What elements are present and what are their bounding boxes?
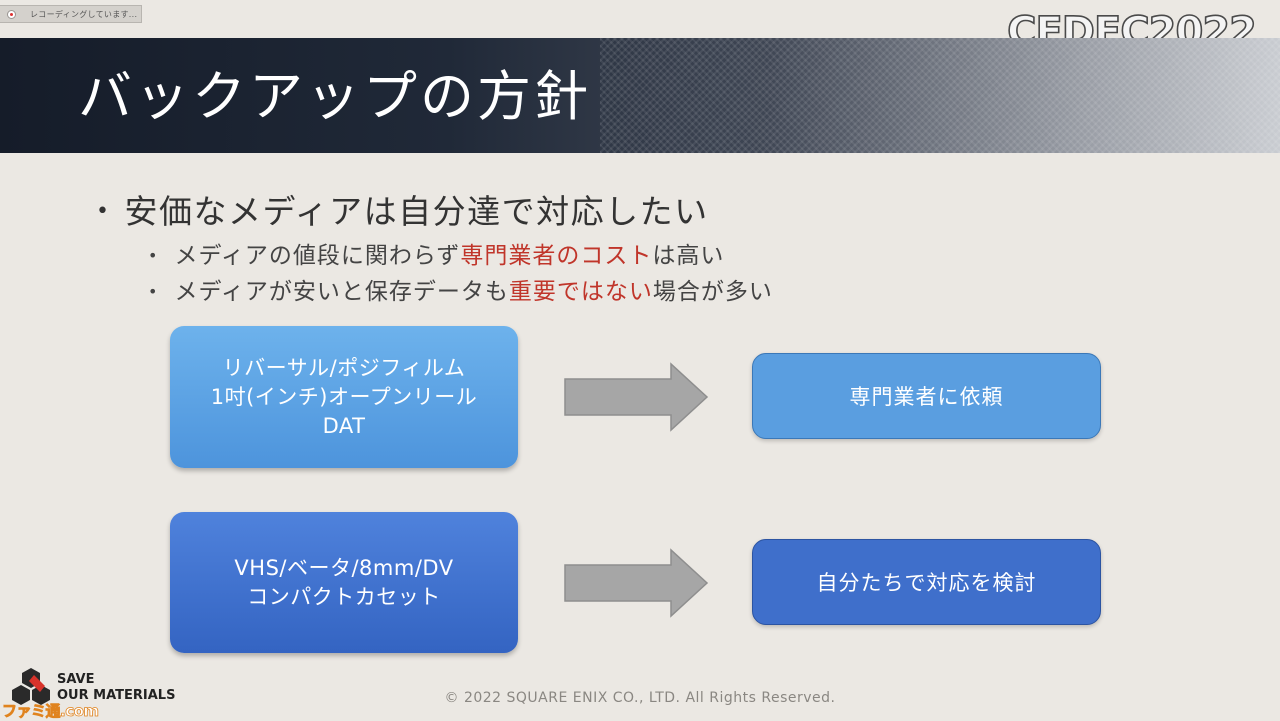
org-line-2: OUR MATERIALS <box>57 688 176 703</box>
flow-1-source-line: 1吋(インチ)オープンリール <box>210 384 478 409</box>
flow-1-source-line: DAT <box>322 413 366 438</box>
recording-indicator[interactable]: レコーディングしています... <box>0 5 142 23</box>
bullet-icon: • <box>96 199 111 224</box>
right-arrow-icon <box>564 362 709 432</box>
copyright-text: © 2022 SQUARE ENIX CO., LTD. All Rights … <box>444 690 836 706</box>
flow-1-source-line: リバーサル/ポジフィルム <box>222 355 466 380</box>
flow-1-source-box: リバーサル/ポジフィルム 1吋(インチ)オープンリール DAT <box>170 326 518 468</box>
recording-status-text: レコーディングしています... <box>30 9 138 19</box>
org-line-1: SAVE <box>57 672 95 687</box>
sub-bullet-1-part2: は高い <box>652 243 725 269</box>
sub-bullet-1-part1: メディアの値段に関わらず <box>174 243 461 269</box>
slide-title: バックアップの方針 <box>78 65 591 128</box>
flow-2-target-box: 自分たちで対応を検討 <box>752 539 1101 625</box>
sub-bullet-1-highlight: 専門業者のコスト <box>460 243 653 269</box>
title-bar: バックアップの方針 <box>0 38 1280 153</box>
famitsu-watermark: ファミ通.com <box>2 702 100 721</box>
sub-bullet-2: • メディアが安いと保存データも重要ではない場合が多い <box>148 277 773 307</box>
record-icon <box>7 9 16 19</box>
flow-2-source-line: VHS/ベータ/8mm/DV <box>234 555 454 580</box>
save-our-materials-label: SAVE OUR MATERIALS <box>57 672 175 704</box>
bullet-icon: • <box>148 282 159 301</box>
sub-bullet-2-highlight: 重要ではない <box>508 279 653 305</box>
flow-2-target-text: 自分たちで対応を検討 <box>816 571 1037 595</box>
main-bullet-text: 安価なメディアは自分達で対応したい <box>124 192 709 231</box>
flow-1-target-text: 専門業者に依頼 <box>849 385 1004 409</box>
flow-1-target-box: 専門業者に依頼 <box>752 353 1101 439</box>
bullet-icon: • <box>148 246 159 265</box>
sub-bullet-2-text: メディアが安いと保存データも重要ではない場合が多い <box>174 277 772 307</box>
save-our-materials-logo-icon <box>12 668 50 705</box>
sub-bullet-1: • メディアの値段に関わらず専門業者のコストは高い <box>148 241 724 271</box>
sub-bullet-2-part2: 場合が多い <box>652 279 773 305</box>
right-arrow-icon <box>564 548 709 618</box>
main-bullet: • 安価なメディアは自分達で対応したい <box>96 190 709 234</box>
flow-2-source-line: コンパクトカセット <box>247 584 441 609</box>
sub-bullet-2-part1: メディアが安いと保存データも <box>174 279 509 305</box>
sub-bullet-1-text: メディアの値段に関わらず専門業者のコストは高い <box>174 241 724 271</box>
flow-2-source-box: VHS/ベータ/8mm/DV コンパクトカセット <box>170 512 518 653</box>
